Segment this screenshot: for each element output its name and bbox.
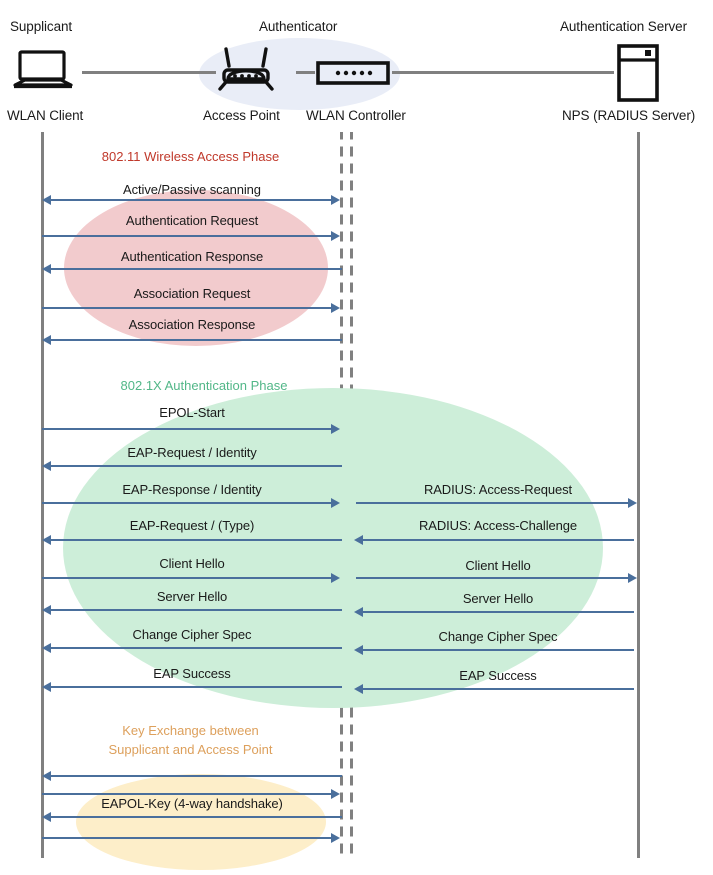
actor-device-access-point: Access Point bbox=[203, 108, 280, 123]
message-line-change-cipher-spec-left bbox=[50, 647, 342, 649]
message-line-eapol-key-2 bbox=[42, 793, 333, 795]
message-label-epol-start: EPOL-Start bbox=[159, 405, 225, 420]
laptop-icon bbox=[12, 50, 74, 99]
arrowhead-left-eapol-key-3 bbox=[42, 812, 51, 822]
phase-highlight-key-exchange bbox=[76, 774, 326, 870]
message-label-server-hello-left: Server Hello bbox=[156, 589, 228, 604]
arrowhead-left-authentication-response bbox=[42, 264, 51, 274]
arrowhead-right-radius-access-request bbox=[628, 498, 637, 508]
phase-highlight-dot1x bbox=[63, 388, 603, 708]
message-label-radius-access-challenge: RADIUS: Access-Challenge bbox=[419, 518, 577, 533]
actor-device-wlan-client: WLAN Client bbox=[7, 108, 84, 123]
arrowhead-left-change-cipher-spec-left bbox=[42, 643, 51, 653]
arrowhead-left-eap-success-left bbox=[42, 682, 51, 692]
arrowhead-right-epol-start bbox=[331, 424, 340, 434]
arrowhead-right-active-passive-scanning bbox=[331, 195, 340, 205]
message-line-authentication-request bbox=[42, 235, 333, 237]
message-label-change-cipher-spec-right: Change Cipher Spec bbox=[438, 629, 558, 644]
message-line-eap-request-type bbox=[50, 539, 342, 541]
arrowhead-left-radius-access-challenge bbox=[354, 535, 363, 545]
lifeline-supplicant bbox=[41, 132, 44, 858]
message-label-client-hello-left: Client Hello bbox=[159, 556, 225, 571]
message-line-eap-response-identity bbox=[42, 502, 333, 504]
lifeline-auth-server bbox=[637, 132, 640, 858]
message-line-association-request bbox=[42, 307, 333, 309]
actor-role-authenticator: Authenticator bbox=[259, 19, 338, 34]
link-client-to-ap bbox=[82, 71, 216, 74]
arrowhead-left-eap-request-identity bbox=[42, 461, 51, 471]
message-label-eap-success-right: EAP Success bbox=[459, 668, 537, 683]
message-line-server-hello-right bbox=[362, 611, 634, 613]
actor-device-wlan-controller: WLAN Controller bbox=[306, 108, 406, 123]
message-label-change-cipher-spec-left: Change Cipher Spec bbox=[132, 627, 252, 642]
phase-label-key-exchange-line1: Key Exchange between bbox=[122, 723, 259, 738]
message-label-eap-request-type: EAP-Request / (Type) bbox=[129, 518, 255, 533]
arrowhead-left-change-cipher-spec-right bbox=[354, 645, 363, 655]
message-line-epol-start bbox=[42, 428, 333, 430]
message-line-active-passive-scanning bbox=[50, 199, 333, 201]
arrowhead-left-server-hello-left bbox=[42, 605, 51, 615]
message-line-radius-access-challenge bbox=[362, 539, 634, 541]
message-line-eapol-key-1 bbox=[50, 775, 342, 777]
arrowhead-left-active-passive-scanning bbox=[42, 195, 51, 205]
arrowhead-left-server-hello-right bbox=[354, 607, 363, 617]
message-label-eap-response-identity: EAP-Response / Identity bbox=[122, 482, 262, 497]
message-label-authentication-request: Authentication Request bbox=[125, 213, 259, 228]
message-line-radius-access-request bbox=[356, 502, 630, 504]
message-label-eap-success-left: EAP Success bbox=[153, 666, 231, 681]
message-line-association-response bbox=[50, 339, 342, 341]
message-label-association-response: Association Response bbox=[128, 317, 256, 332]
actor-role-supplicant: Supplicant bbox=[10, 19, 73, 34]
arrowhead-right-association-request bbox=[331, 303, 340, 313]
message-label-client-hello-right: Client Hello bbox=[465, 558, 531, 573]
arrowhead-right-eapol-key-4 bbox=[331, 833, 340, 843]
arrowhead-right-eapol-key-2 bbox=[331, 789, 340, 799]
actor-device-nps: NPS (RADIUS Server) bbox=[562, 108, 696, 123]
message-line-eap-success-left bbox=[50, 686, 342, 688]
phase-label-key-exchange-line2: Supplicant and Access Point bbox=[108, 742, 273, 757]
message-line-eap-success-right bbox=[362, 688, 634, 690]
message-label-server-hello-right: Server Hello bbox=[462, 591, 534, 606]
message-line-eapol-key-4 bbox=[42, 837, 333, 839]
message-label-association-request: Association Request bbox=[133, 286, 251, 301]
actor-role-auth-server: Authentication Server bbox=[560, 19, 687, 34]
message-label-eapol-key-handshake: EAPOL-Key (4-way handshake) bbox=[101, 796, 283, 811]
arrowhead-left-eapol-key-1 bbox=[42, 771, 51, 781]
link-ap-to-controller bbox=[296, 71, 315, 74]
message-label-radius-access-request: RADIUS: Access-Request bbox=[423, 482, 573, 497]
message-line-authentication-response bbox=[50, 268, 342, 270]
message-label-authentication-response: Authentication Response bbox=[120, 249, 264, 264]
message-label-eap-request-identity: EAP-Request / Identity bbox=[127, 445, 257, 460]
arrowhead-left-eap-success-right bbox=[354, 684, 363, 694]
arrowhead-right-client-hello-right bbox=[628, 573, 637, 583]
message-line-eap-request-identity bbox=[50, 465, 342, 467]
link-controller-to-server bbox=[392, 71, 614, 74]
message-label-active-passive-scanning: Active/Passive scanning bbox=[123, 182, 261, 197]
message-line-eapol-key-3 bbox=[50, 816, 342, 818]
message-line-change-cipher-spec-right bbox=[362, 649, 634, 651]
phase-label-dot1x: 802.1X Authentication Phase bbox=[120, 378, 288, 393]
message-line-client-hello-right bbox=[356, 577, 630, 579]
arrowhead-right-client-hello-left bbox=[331, 573, 340, 583]
message-line-server-hello-left bbox=[50, 609, 342, 611]
server-icon bbox=[617, 44, 659, 107]
arrowhead-left-association-response bbox=[42, 335, 51, 345]
arrowhead-left-eap-request-type bbox=[42, 535, 51, 545]
arrowhead-right-authentication-request bbox=[331, 231, 340, 241]
network-switch-icon bbox=[316, 61, 390, 90]
wireless-router-icon bbox=[216, 46, 278, 96]
phase-label-wireless-access: 802.11 Wireless Access Phase bbox=[101, 149, 280, 164]
arrowhead-right-eap-response-identity bbox=[331, 498, 340, 508]
message-line-client-hello-left bbox=[42, 577, 333, 579]
